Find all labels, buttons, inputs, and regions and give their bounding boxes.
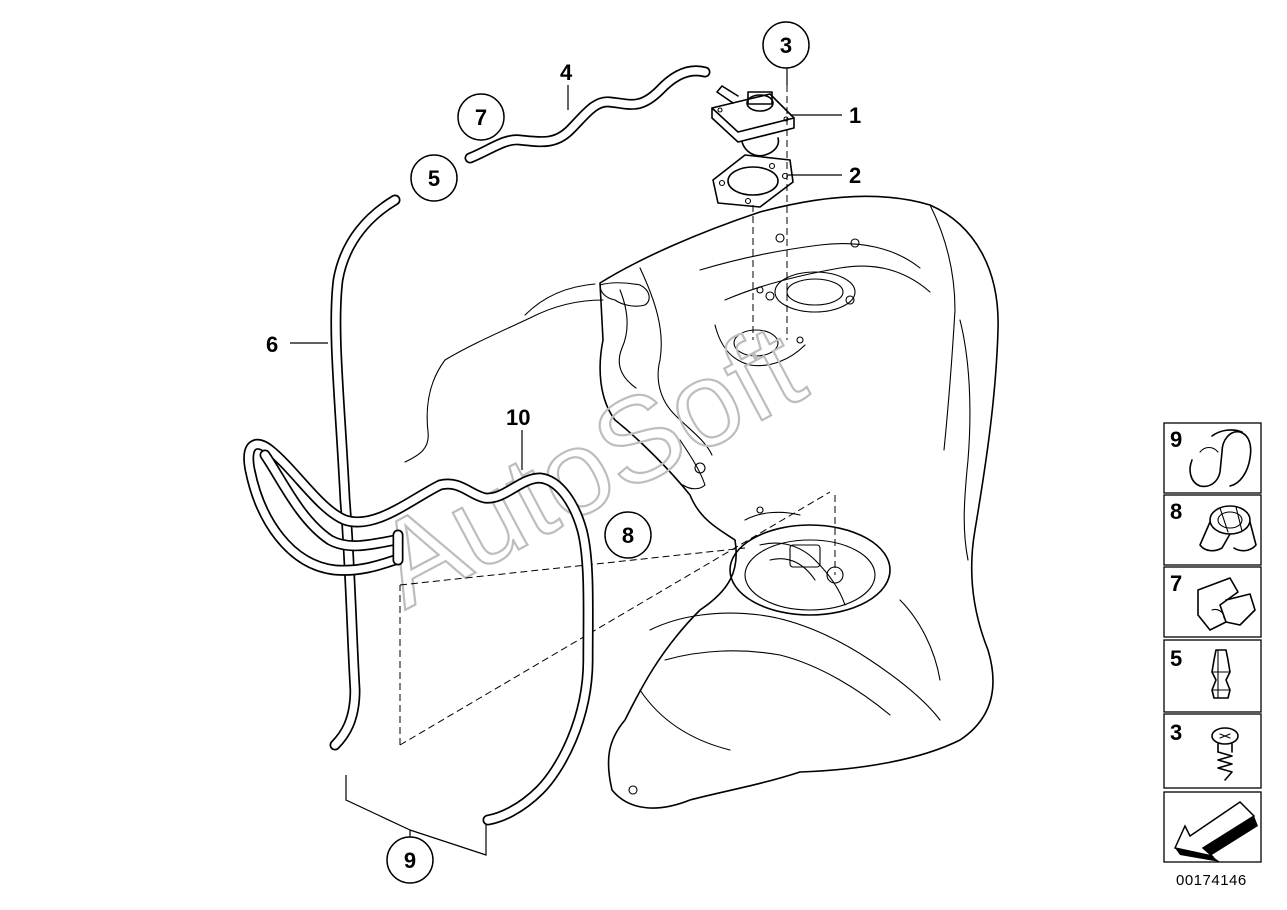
svg-text:8: 8 bbox=[1170, 499, 1182, 524]
callout-6: 6 bbox=[266, 332, 278, 357]
screw-icon bbox=[1211, 727, 1239, 781]
svg-text:7: 7 bbox=[475, 105, 487, 130]
fuel-tank bbox=[404, 195, 999, 809]
callout-7: 7 bbox=[457, 93, 505, 141]
leader-lines bbox=[290, 65, 842, 856]
part-1-valve bbox=[711, 85, 795, 157]
svg-text:9: 9 bbox=[404, 848, 416, 873]
hose-clamp-icon bbox=[1189, 429, 1252, 488]
callout-2: 2 bbox=[849, 163, 861, 188]
arrow-icon bbox=[1173, 801, 1258, 862]
callout-9: 9 bbox=[386, 836, 434, 884]
double-clip-icon bbox=[1197, 577, 1256, 631]
hoses bbox=[243, 65, 711, 826]
legend-item-8: 8 bbox=[1163, 494, 1262, 566]
diagram-id: 00174146 bbox=[1176, 872, 1247, 889]
callout-4: 4 bbox=[560, 60, 573, 85]
assembly-lines bbox=[399, 85, 836, 746]
legend-item-9: 9 bbox=[1163, 422, 1262, 494]
legend-item-5: 5 bbox=[1163, 639, 1262, 713]
callout-8: 8 bbox=[604, 511, 652, 559]
legend-item-arrow bbox=[1163, 791, 1262, 863]
callout-3: 3 bbox=[762, 21, 810, 69]
svg-text:7: 7 bbox=[1170, 571, 1182, 596]
svg-text:5: 5 bbox=[428, 166, 440, 191]
spring-clip-icon bbox=[1199, 505, 1257, 552]
svg-text:5: 5 bbox=[1170, 646, 1182, 671]
svg-text:3: 3 bbox=[1170, 720, 1182, 745]
callout-10: 10 bbox=[506, 405, 530, 430]
svg-text:9: 9 bbox=[1170, 427, 1182, 452]
legend-item-7: 7 bbox=[1163, 566, 1262, 638]
callouts: 1 2 3 4 5 6 7 8 9 10 bbox=[266, 21, 861, 884]
part-2-gasket bbox=[712, 154, 794, 208]
callout-1: 1 bbox=[849, 103, 861, 128]
svg-text:8: 8 bbox=[622, 523, 634, 548]
legend-item-3: 3 bbox=[1163, 713, 1262, 789]
svg-text:3: 3 bbox=[780, 33, 792, 58]
legend: 9 8 7 bbox=[1163, 422, 1262, 889]
connector-icon bbox=[1211, 649, 1231, 699]
callout-5: 5 bbox=[410, 154, 458, 202]
